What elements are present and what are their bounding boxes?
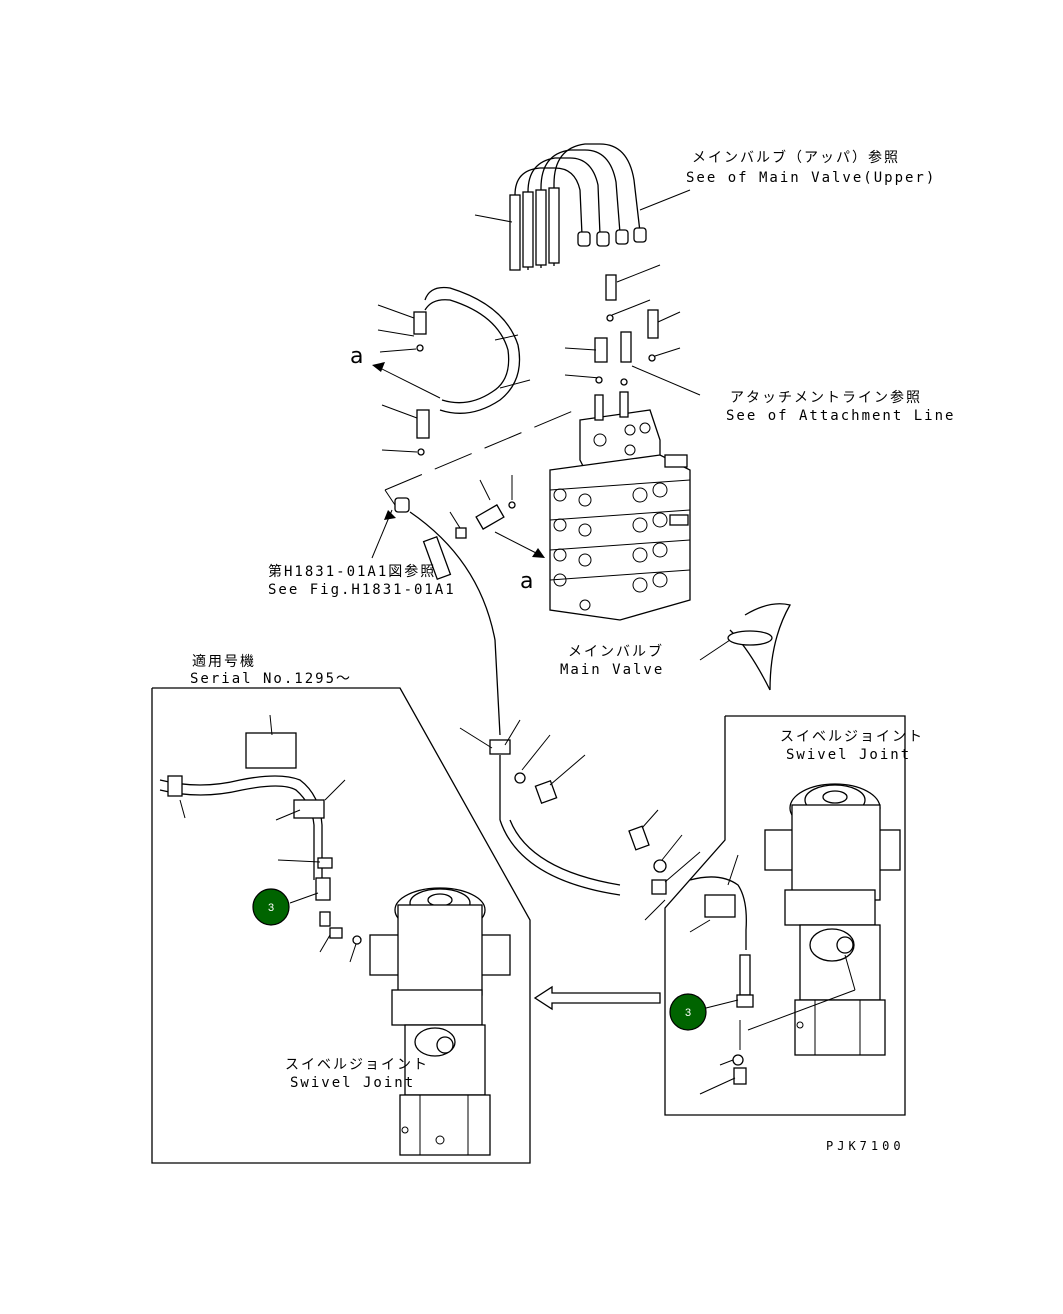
swivel-joint-left [369, 887, 511, 1156]
marker-a-top: a [350, 344, 363, 369]
callout-part-3-right[interactable]: 3 [669, 993, 739, 1031]
inset-frame-right [664, 715, 906, 1116]
inset-left-parts [159, 714, 362, 963]
label-fig-ref-en: See Fig.H1831-01A1 [268, 582, 456, 598]
label-swivel-right-jp: スイベルジョイント [780, 729, 924, 745]
label-swivel-left-jp: スイベルジョイント [285, 1057, 429, 1073]
fittings-upper [564, 264, 701, 396]
inset-frame-left [151, 687, 531, 1164]
hose-bundle-upper [474, 143, 691, 271]
drawing-code: PJK7100 [826, 1139, 905, 1153]
callout-number: 3 [268, 902, 274, 914]
marker-a-bottom: a [520, 569, 533, 594]
label-fig-ref-jp: 第H1831-01A1図参照 [268, 563, 436, 580]
pilot-hose-left [372, 286, 531, 456]
label-main-valve-upper-en: See of Main Valve(Upper) [686, 170, 936, 186]
inset-right-parts [689, 854, 856, 1095]
main-hose [409, 511, 621, 896]
label-main-valve-en: Main Valve [560, 662, 664, 678]
cable-clamp [699, 603, 791, 691]
routing-lines [371, 407, 581, 559]
label-main-valve-jp: メインバルブ [568, 643, 664, 660]
callout-part-3-left[interactable]: 3 [252, 888, 319, 926]
label-swivel-right-en: Swivel Joint [786, 747, 911, 763]
swivel-joint-right [764, 783, 901, 1056]
label-main-valve-upper-jp: メインバルブ（アッパ）参照 [692, 149, 900, 166]
callout-circle [669, 993, 707, 1031]
main-valve [549, 376, 691, 621]
text-labels: メインバルブ（アッパ）参照 See of Main Valve(Upper) ア… [190, 149, 955, 1153]
label-serial-en: Serial No.1295～ [190, 671, 352, 687]
label-attachment-line-jp: アタッチメントライン参照 [730, 389, 922, 406]
label-swivel-left-en: Swivel Joint [290, 1075, 415, 1091]
elbow-fittings-valve [449, 475, 545, 558]
label-serial-jp: 適用号機 [192, 653, 256, 670]
transition-arrow [533, 985, 661, 1011]
label-attachment-line-en: See of Attachment Line [726, 408, 955, 424]
callout-number: 3 [685, 1007, 691, 1019]
callout-circle [252, 888, 290, 926]
bolt-washer [628, 809, 701, 921]
